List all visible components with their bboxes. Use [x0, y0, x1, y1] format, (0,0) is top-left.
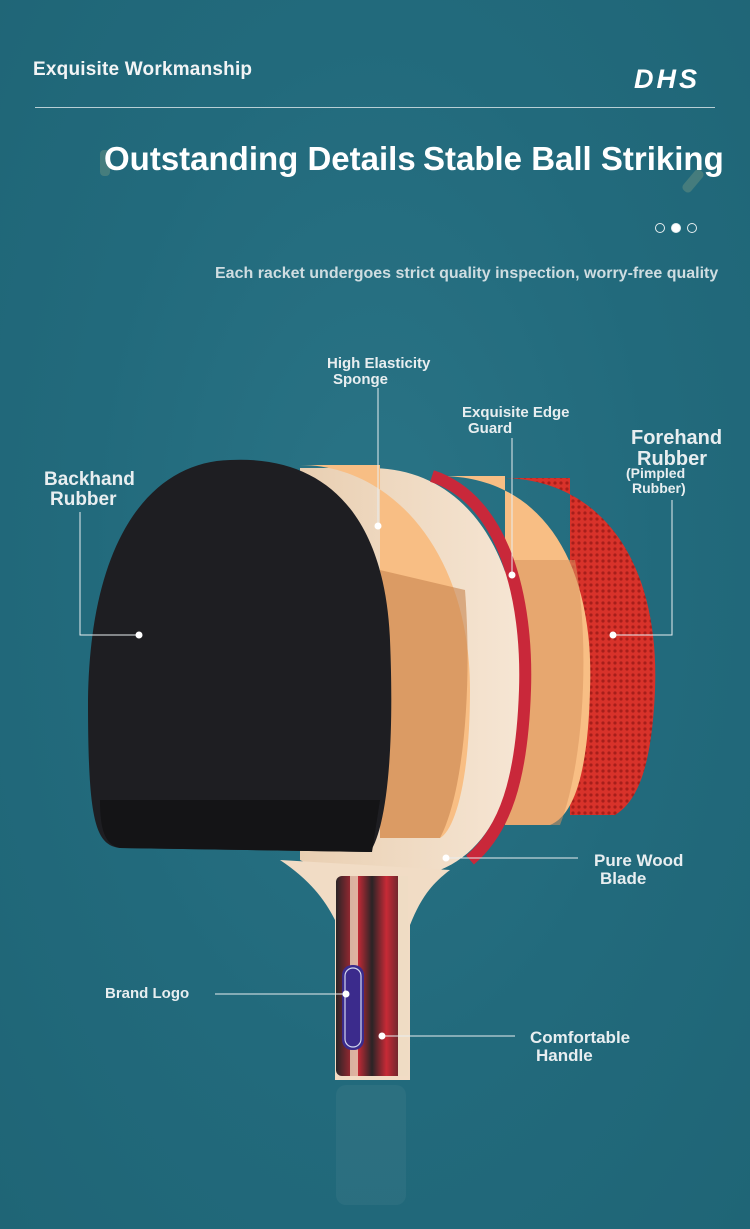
label-sponge: High Elasticity Sponge: [327, 355, 431, 388]
label-handle: Comfortable Handle: [530, 1028, 631, 1065]
carousel-indicator: [655, 223, 697, 233]
backhand-rubber-shape: [88, 459, 392, 852]
handle-reflection: [336, 1085, 406, 1205]
carousel-slide-1[interactable]: Outstanding Details: [104, 140, 416, 177]
label-forehand-rubber: Forehand Rubber: [631, 427, 723, 470]
inspection-text: Each racket undergoes strict quality ins…: [215, 265, 719, 282]
label-blade: Pure Wood Blade: [594, 851, 684, 888]
carousel-dot-2-active[interactable]: [671, 223, 681, 233]
carousel-slide-2[interactable]: Stable Ball Striking: [423, 140, 724, 177]
label-forehand-pimpled: (Pimpled Rubber): [626, 465, 686, 496]
carousel-dot-1[interactable]: [655, 223, 665, 233]
brand-logo-shape: [342, 965, 364, 1050]
label-brand-logo: Brand Logo: [105, 985, 190, 1002]
header-title: Exquisite Workmanship: [33, 59, 253, 80]
label-edge-guard: Exquisite Edge Guard: [462, 404, 570, 437]
dhs-logo: DHS: [634, 64, 700, 92]
carousel-dot-3[interactable]: [687, 223, 697, 233]
edge-guard-shape: [429, 470, 532, 865]
decorative-speck: [100, 150, 110, 176]
dhs-logo-text: DHS: [634, 64, 700, 92]
header-divider: [35, 107, 715, 108]
label-backhand-rubber: Backhand Rubber: [44, 469, 135, 510]
